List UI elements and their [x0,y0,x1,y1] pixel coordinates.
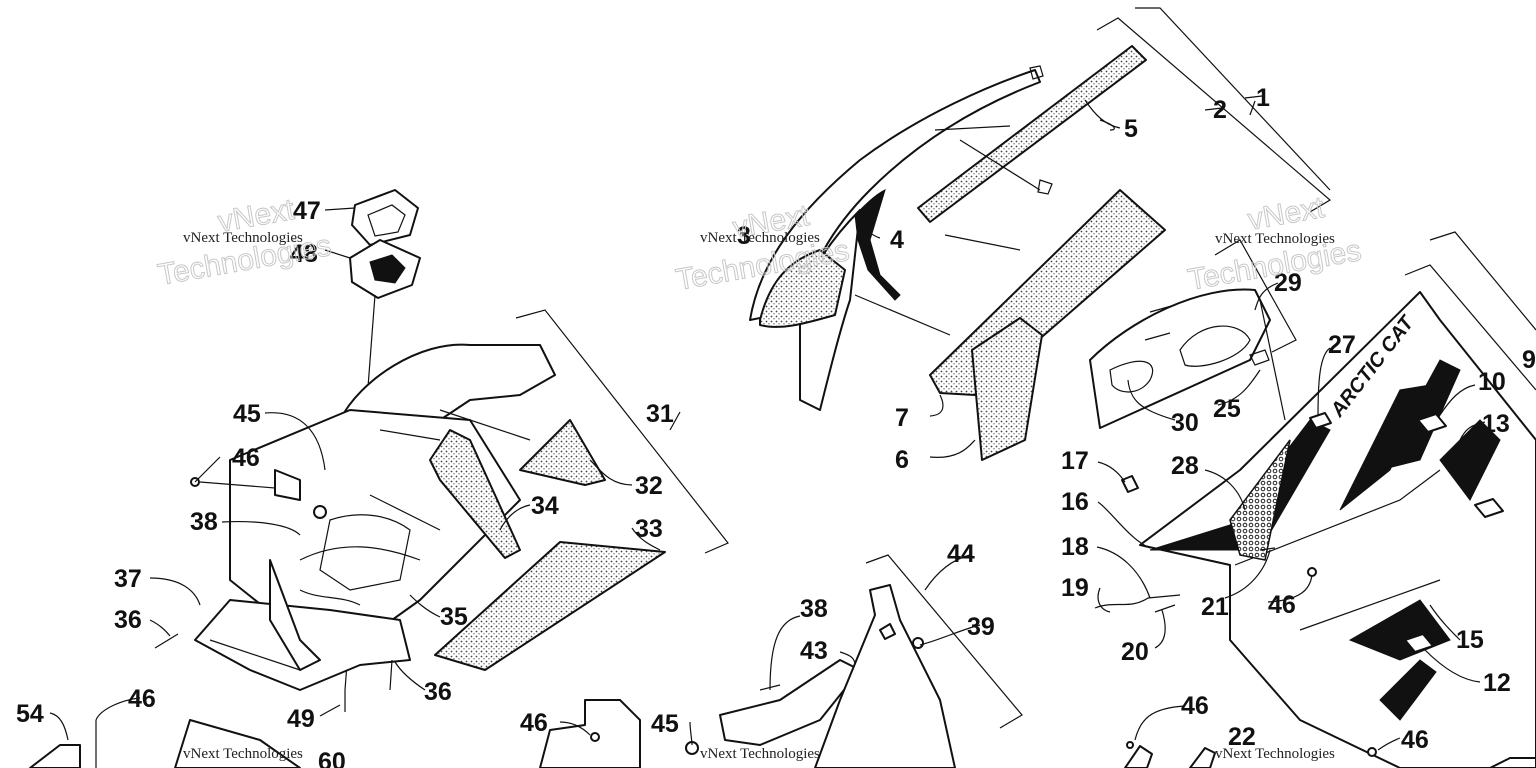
callout: 18 [1061,533,1089,561]
callout: 19 [1061,574,1089,602]
callout: 3 [737,222,751,250]
callout: 28 [1171,452,1199,480]
callout: 25 [1213,395,1241,423]
callout: 60 [318,748,346,768]
callout: 45 [233,400,261,428]
callout: 32 [635,472,663,500]
callout: 46 [1268,591,1296,619]
callout: 13 [1482,410,1510,438]
callout: 48 [290,240,318,268]
callout: 29 [1274,269,1302,297]
callout: 38 [190,508,218,536]
callout: 38 [800,595,828,623]
callout: 46 [1401,726,1429,754]
callout: 7 [895,404,909,432]
callout: 31 [646,400,674,428]
callout: 46 [1181,692,1209,720]
callout: 5 [1124,115,1138,143]
callout: 1 [1256,84,1270,112]
callout: 36 [424,678,452,706]
callout: 39 [967,613,995,641]
callout: 27 [1328,331,1356,359]
callout: 37 [114,565,142,593]
side-panel-group [1089,231,1536,768]
callout: 9 [1522,346,1536,374]
watermark-text: vNext Technologies [1215,746,1335,762]
watermark-outline-top: vNext [1245,191,1327,237]
callout: 35 [440,603,468,631]
watermark-text: vNext Technologies [1215,231,1335,247]
callout: 49 [287,705,315,733]
lower-parts-group [29,554,1536,768]
callout: 44 [947,540,975,568]
callout: 30 [1171,409,1199,437]
callout: 4 [890,226,904,254]
callout: 54 [16,700,44,728]
watermark-text: vNext Technologies [183,746,303,762]
callout: 16 [1061,488,1089,516]
callout-labels: 1 2 3 4 5 6 7 9 10 12 13 15 16 17 18 19 … [16,84,1536,768]
hood-frame-group [154,189,729,712]
callout: 20 [1121,638,1149,666]
callout: 12 [1483,669,1511,697]
callout: 10 [1478,368,1506,396]
leader-lines [49,99,1486,751]
watermark-text: vNext Technologies [700,230,820,246]
callout: 22 [1228,723,1256,751]
callout: 21 [1201,593,1229,621]
callout: 43 [800,637,828,665]
callout: 2 [1213,96,1227,124]
watermark-text: vNext Technologies [183,230,303,246]
callout: 34 [531,492,559,520]
callout: 33 [635,515,663,543]
callout: 17 [1061,447,1089,475]
callout: 46 [520,709,548,737]
watermark-text: vNext Technologies [700,746,820,762]
windshield-group [749,7,1332,461]
callout: 15 [1456,626,1484,654]
callout: 46 [128,685,156,713]
callout: 46 [232,444,260,472]
callout: 36 [114,606,142,634]
callout: 6 [895,446,909,474]
callout: 47 [293,197,321,225]
callout: 45 [651,710,679,738]
